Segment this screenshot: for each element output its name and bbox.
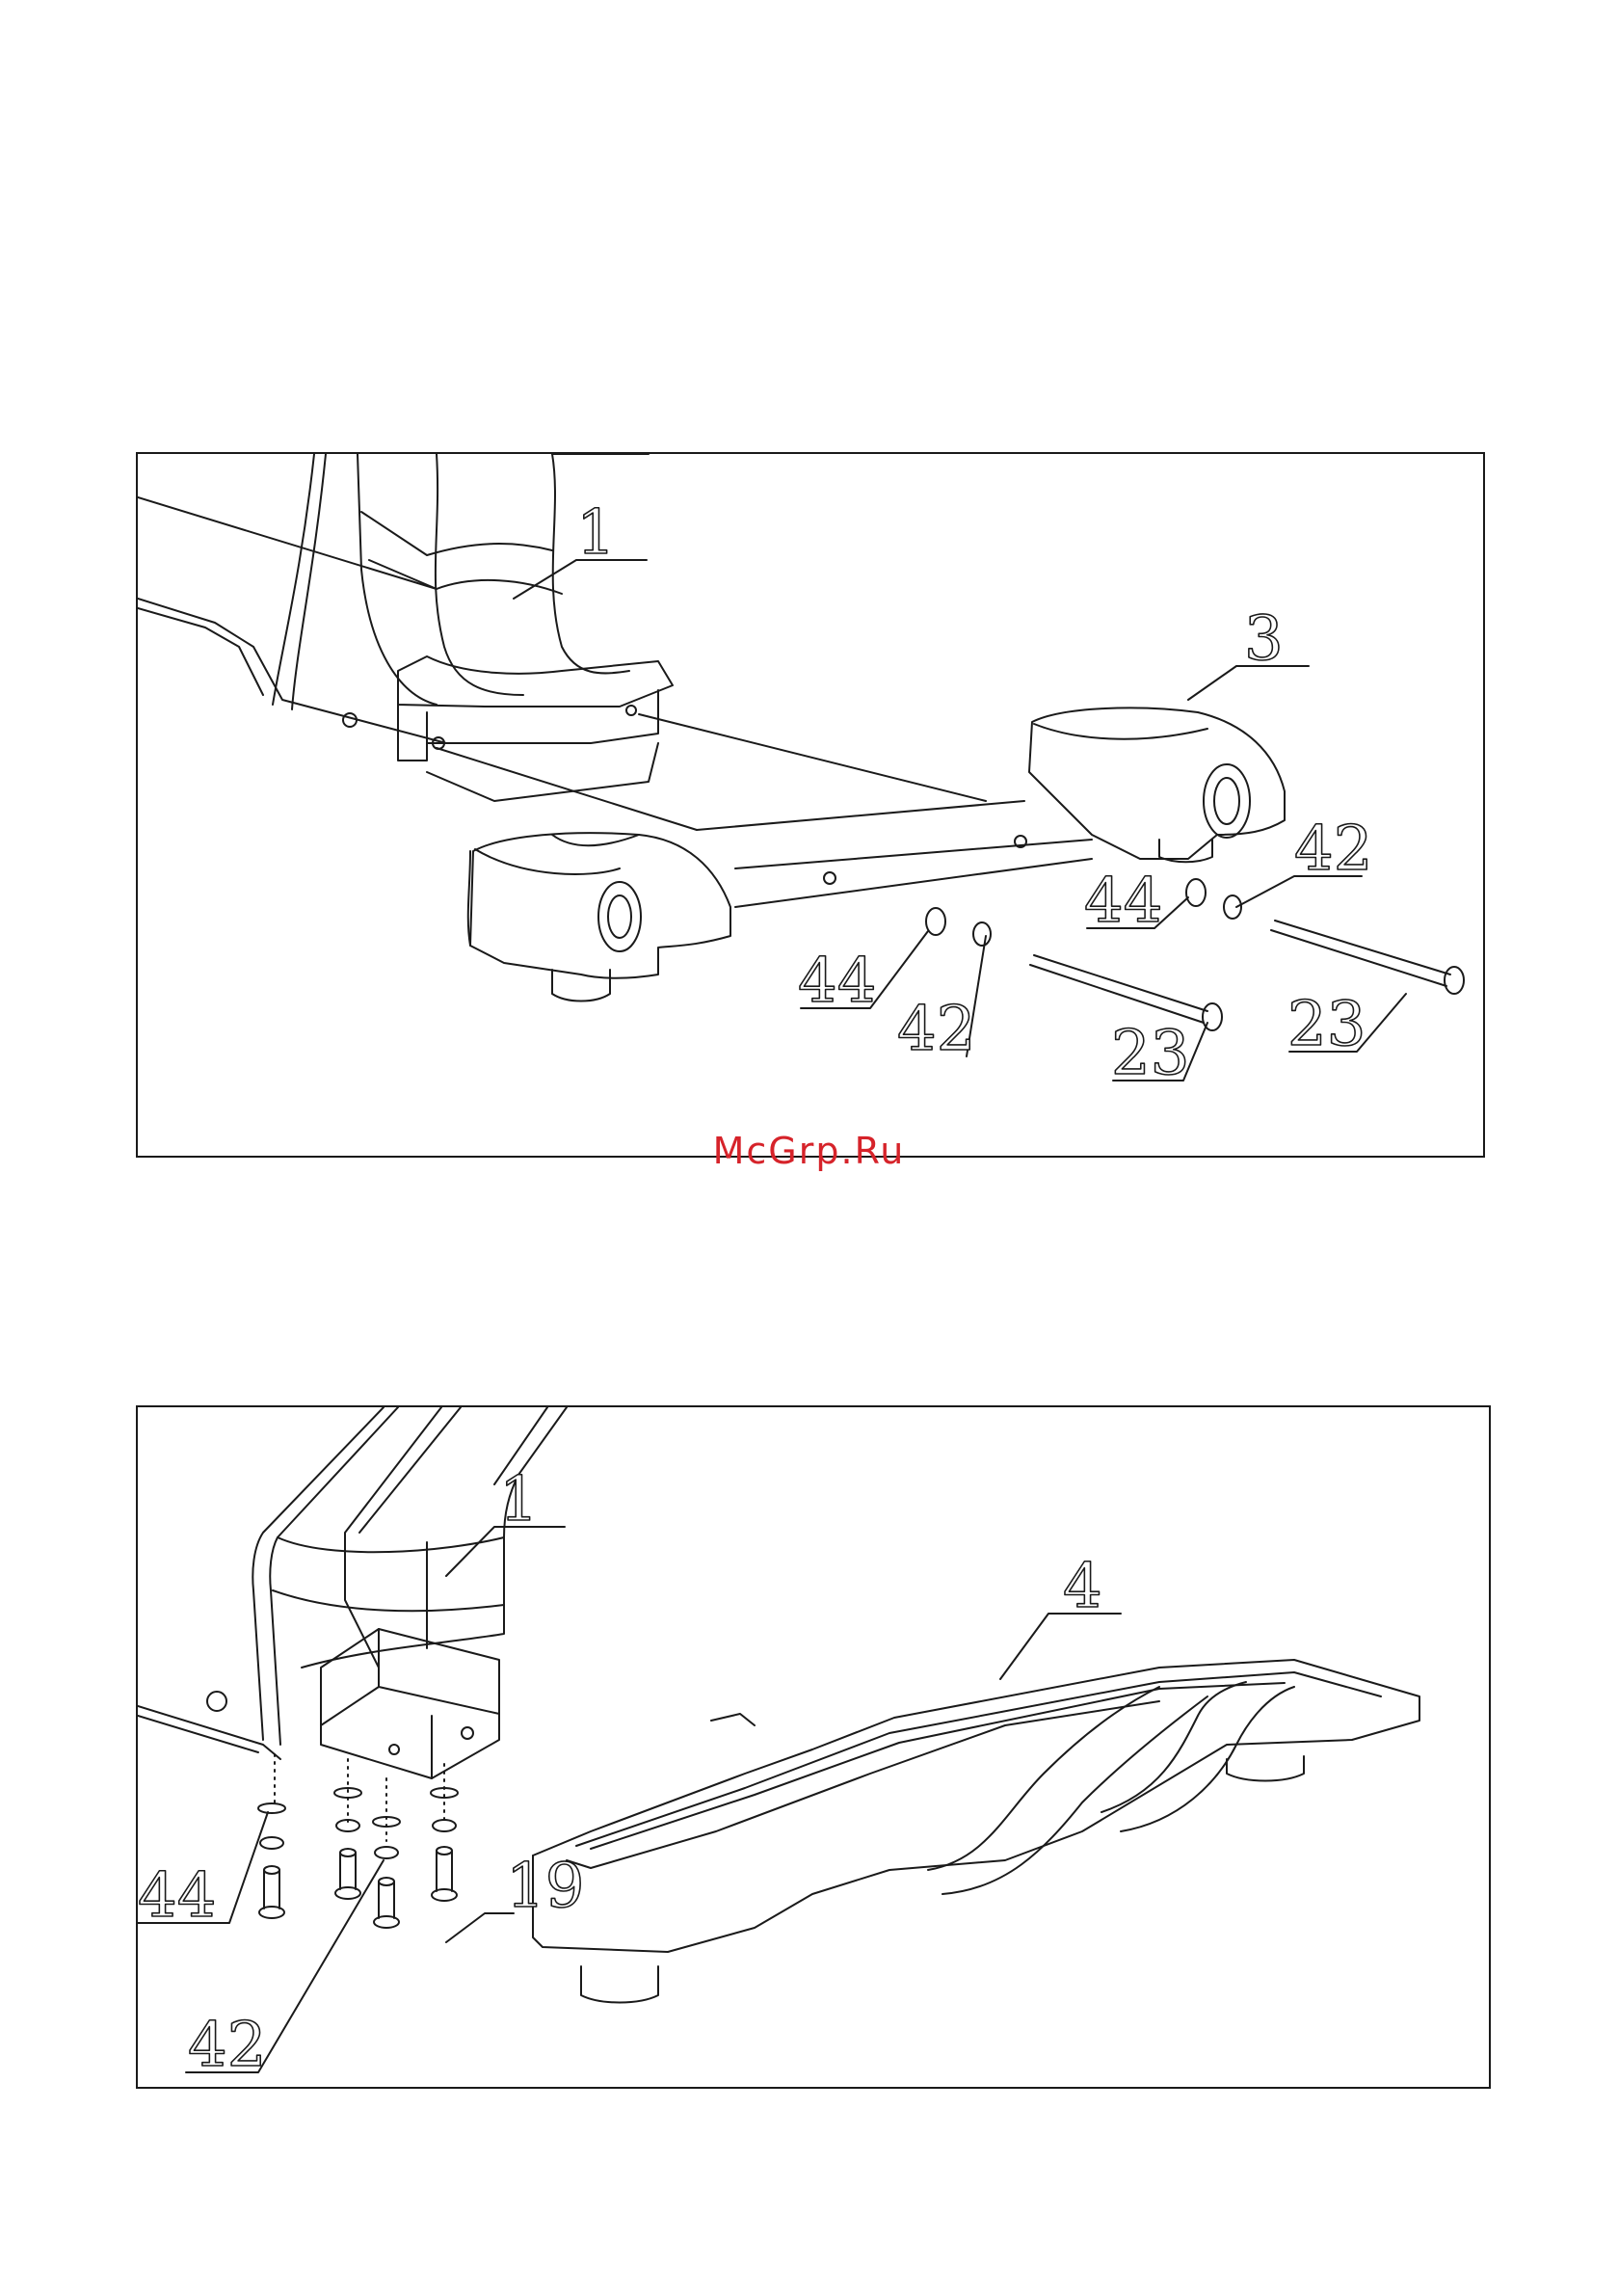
- washer-44-left: [926, 908, 945, 935]
- spring-washer-42-left: [973, 922, 991, 946]
- callout-bolt: 19: [506, 1851, 584, 1922]
- front-stabilizer-drawing: 1 4 44 42 19: [138, 1407, 1491, 2089]
- callouts: 1 4 44 42 19: [138, 1464, 1102, 2081]
- bolt-23-right: [1271, 921, 1450, 986]
- callout-spring-washer: 42: [188, 2010, 266, 2081]
- callout-frame: 1: [499, 1464, 539, 1535]
- callouts: 1 3 44 42 23 44 42 23: [576, 497, 1372, 1089]
- callout-frame: 1: [576, 497, 616, 569]
- callout-washer: 44: [138, 1860, 216, 1932]
- callout-bolt-left: 23: [1111, 1018, 1189, 1089]
- callout-washer-right: 44: [1084, 866, 1162, 937]
- callout-front-stabilizer: 4: [1063, 1551, 1102, 1622]
- callout-spring-washer-left: 42: [897, 994, 975, 1065]
- rear-stabilizer-drawing: 1 3 44 42 23 44 42 23: [138, 454, 1485, 1158]
- bolt-23-left: [1030, 955, 1207, 1023]
- watermark: McGrp.Ru: [0, 1130, 1618, 1172]
- leader-lines: [138, 1527, 1121, 2072]
- frame-part: [138, 1407, 567, 1778]
- assembly-figure-front-stabilizer: 1 4 44 42 19: [136, 1405, 1491, 2089]
- callout-rear-stabilizer: 3: [1244, 603, 1284, 675]
- callout-washer-left: 44: [798, 946, 876, 1017]
- callout-bolt-right: 23: [1287, 989, 1366, 1060]
- washer-44-right: [1186, 879, 1206, 906]
- spring-washer-42-right: [1224, 895, 1241, 919]
- assembly-figure-rear-stabilizer: 1 3 44 42 23 44 42 23: [136, 452, 1485, 1158]
- callout-spring-washer-right: 42: [1294, 814, 1372, 885]
- front-stabilizer-part: [533, 1660, 1419, 2003]
- hardware-right: [1186, 879, 1464, 994]
